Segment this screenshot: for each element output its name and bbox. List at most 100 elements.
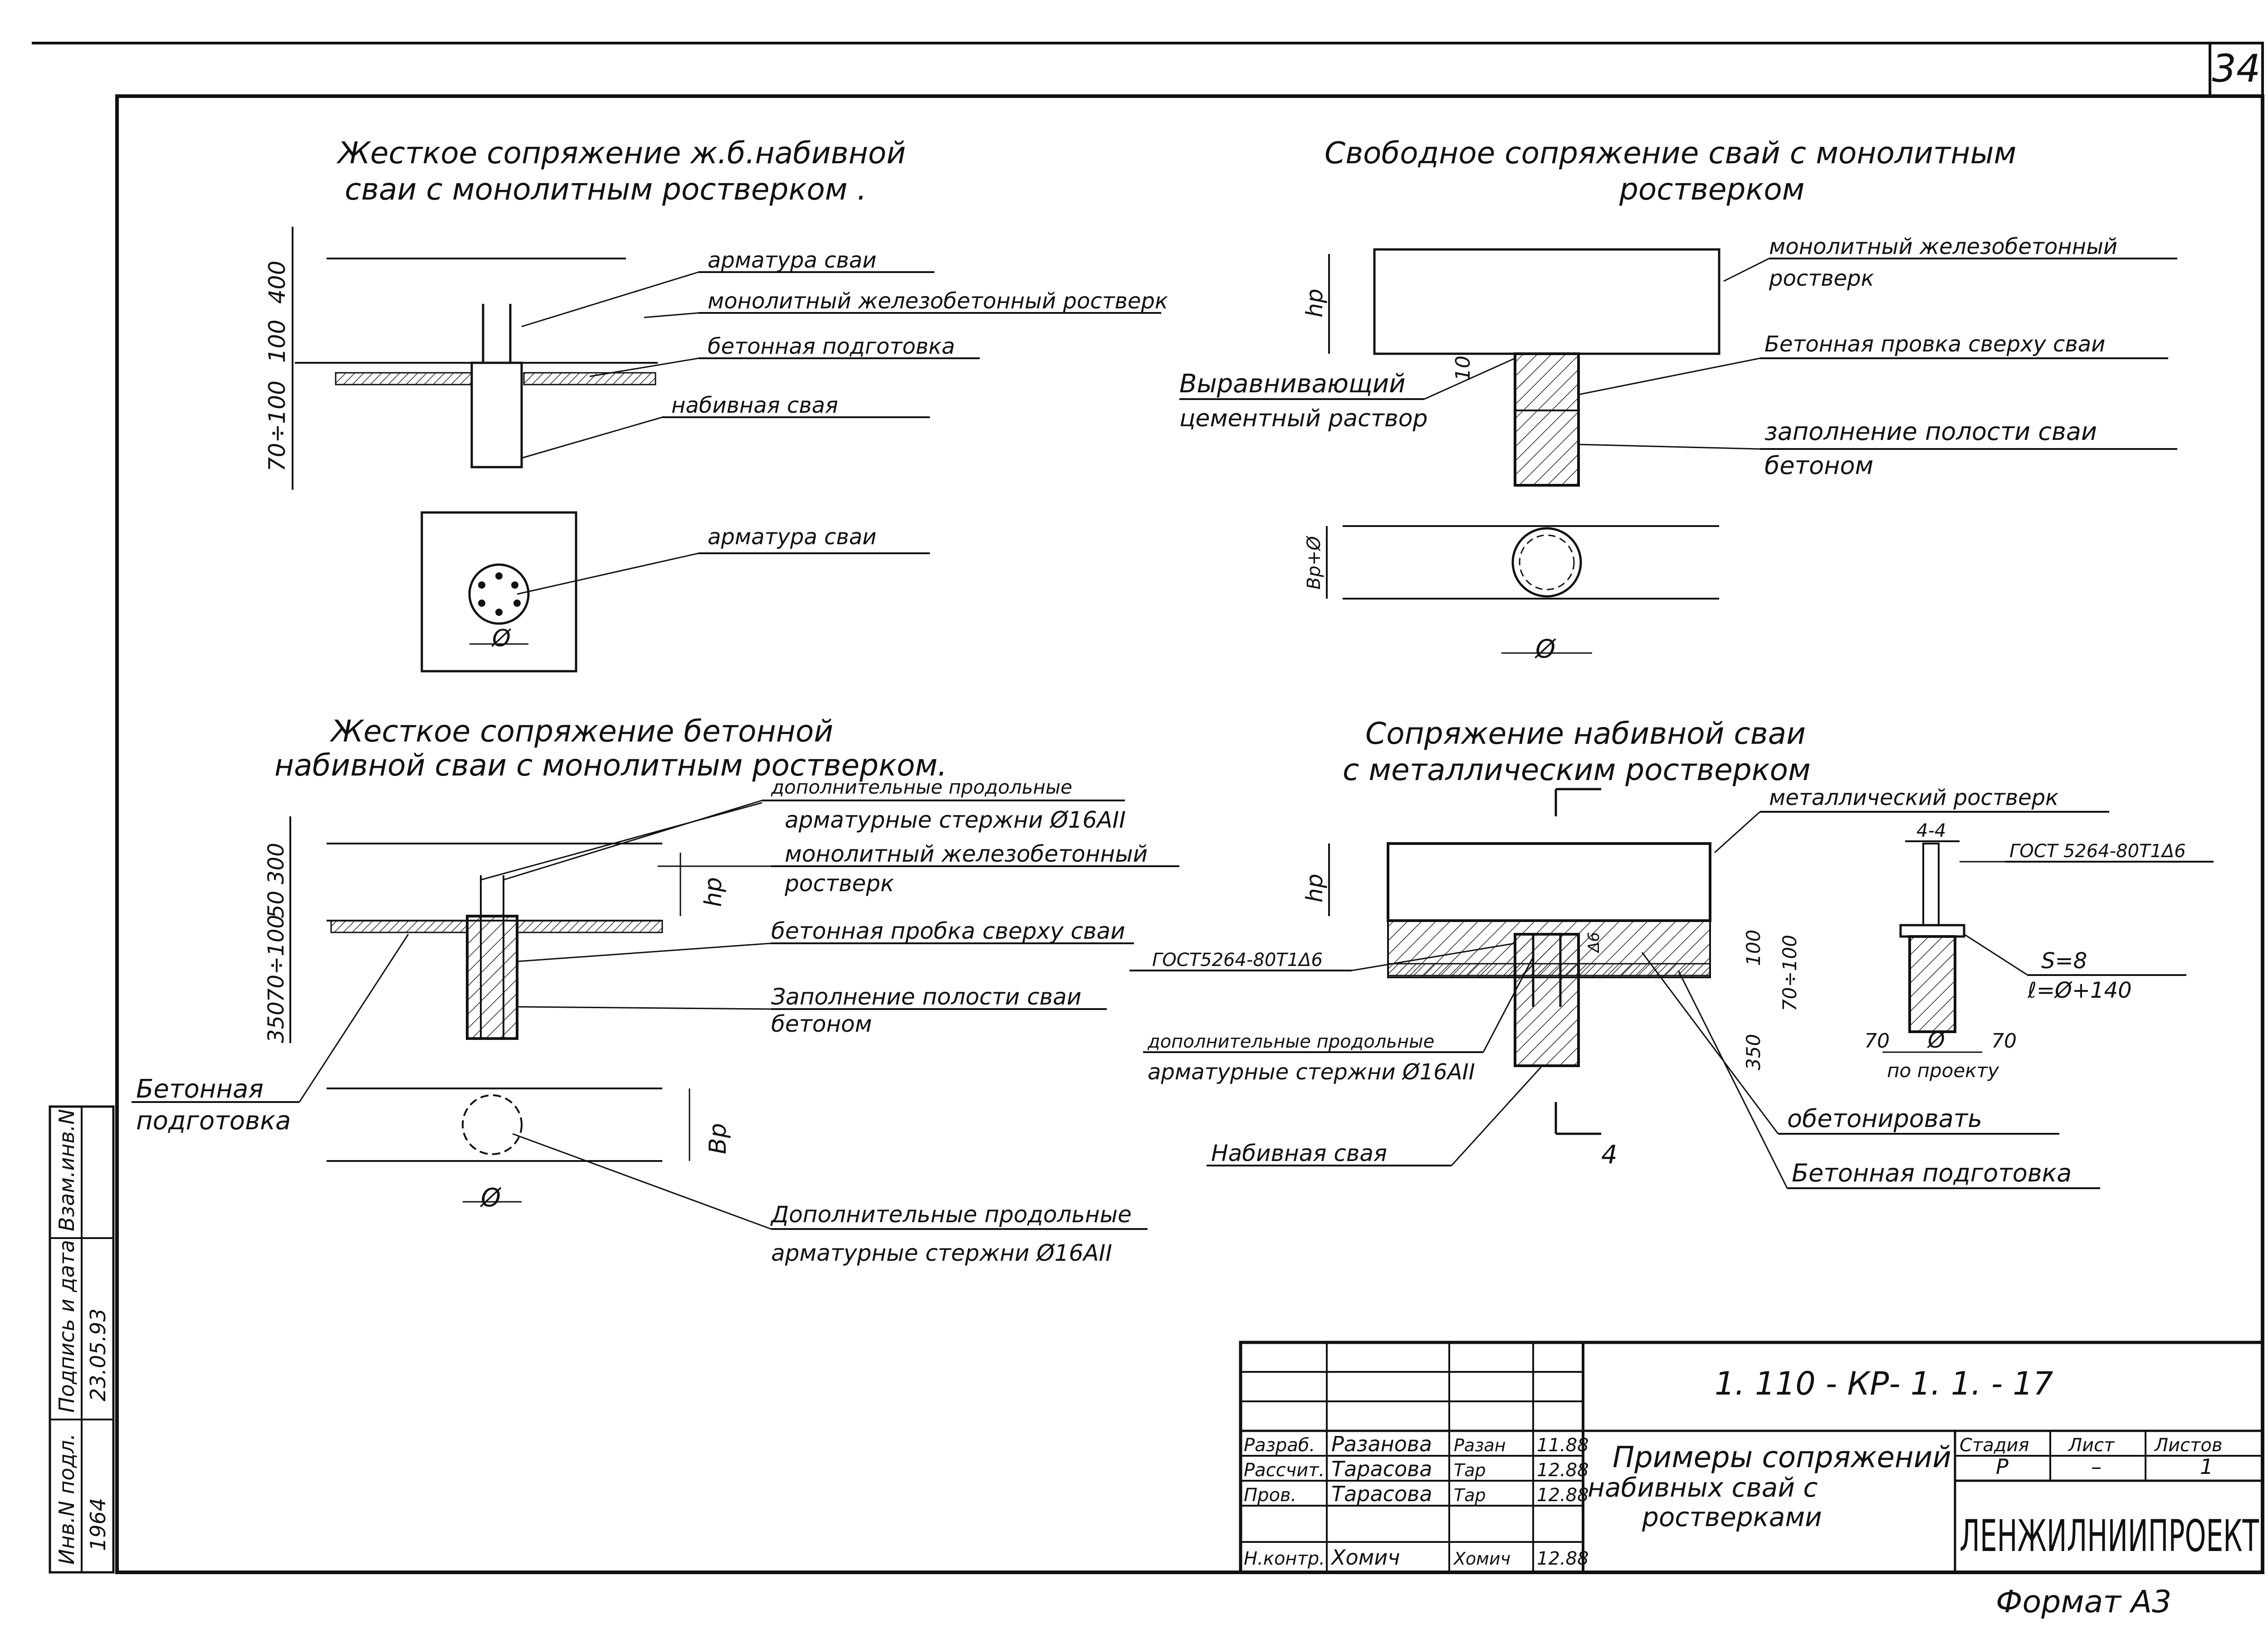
d3-bedding xyxy=(330,920,468,933)
d4-label-concreting: обетонировать xyxy=(1787,1104,1982,1133)
d3-title-1: Жесткое сопряжение бетонной xyxy=(329,714,833,749)
d3-left-label-2: подготовка xyxy=(136,1106,291,1136)
d4-l-value: ℓ=Ø+140 xyxy=(2027,978,2132,1003)
d3-dim-70-100: 70÷100 xyxy=(264,915,289,1002)
d3-bottom-label-2: арматурные стержни Ø16АII xyxy=(771,1240,1112,1266)
tb-row1-name: Разанова xyxy=(1331,1432,1432,1456)
tb-title-1: Примеры сопряжений xyxy=(1613,1441,1951,1474)
d3-label-plug: бетонная пробка сверху сваи xyxy=(771,918,1125,944)
d4-label-metal: металлический ростверк xyxy=(1769,785,2058,810)
tb-col-sheets: Листов xyxy=(2154,1435,2222,1456)
d1-dim-diam: Ø xyxy=(491,625,512,652)
d2-dim-10: 10 xyxy=(1452,356,1475,381)
d4-gost-right: ГОСТ 5264-80Т1Δ6 xyxy=(2009,841,2186,862)
d4-gost-left: ГОСТ5264-80Т1Δ6 xyxy=(1152,950,1323,971)
d2-grillage xyxy=(1373,248,1721,355)
d4-title-1: Сопряжение набивной сваи xyxy=(1365,716,1806,751)
d2-left-label-1: Выравнивающий xyxy=(1179,369,1406,399)
d4-dim-350: 350 xyxy=(1742,1034,1765,1070)
d2-label-fill-2: бетоном xyxy=(1765,451,1873,480)
d1-dim-400: 400 xyxy=(264,261,290,304)
d4-dim-hp: hp xyxy=(1301,874,1328,902)
d3-label-fill-1: Заполнение полости сваи xyxy=(771,984,1081,1010)
d1-label-rebar: арматура сваи xyxy=(708,248,876,273)
tb-row2-role: Рассчит. xyxy=(1244,1460,1325,1481)
d1-plan-pile xyxy=(468,563,530,625)
d4-dim-70-right: 70 xyxy=(1991,1029,2017,1053)
d3-dim-300: 300 xyxy=(264,843,289,884)
tb-row2-date: 12.88 xyxy=(1537,1460,1589,1481)
tb-row3-date: 12.88 xyxy=(1537,1485,1589,1506)
d1-dim-70-100: 70÷100 xyxy=(264,380,290,472)
tb-row1-sign: Разан xyxy=(1454,1435,1506,1455)
d3-label-rebar-2: арматурные стержни Ø16АII xyxy=(785,807,1126,833)
d2-label-grillage-1: монолитный железобетонный xyxy=(1769,234,2117,259)
d1-pile xyxy=(470,361,523,468)
d4-metal-grillage xyxy=(1387,842,1711,922)
tb-row4-name: Хомич xyxy=(1330,1545,1400,1570)
d4-rebar-1: дополнительные продольные xyxy=(1147,1031,1434,1052)
drawing-free-connection: Свободное сопряжение свай с монолитным р… xyxy=(1179,136,2177,664)
drawing-metal-grillage: Сопряжение набивной сваи с металлическим… xyxy=(1129,716,2214,1189)
d2-label-fill-1: заполнение полости сваи xyxy=(1765,417,2097,446)
tb-organization: ЛЕНЖИЛНИИПРОЕКТ xyxy=(1960,1511,2259,1561)
tb-row2-sign: Тар xyxy=(1454,1460,1486,1480)
d2-pile xyxy=(1514,352,1580,487)
d1-plan-label: арматура сваи xyxy=(708,524,876,550)
d3-bottom-label-1: Дополнительные продольные xyxy=(770,1201,1132,1228)
tb-row3-role: Пров. xyxy=(1244,1485,1296,1506)
d4-section-pile xyxy=(1908,935,1956,1033)
d3-left-label-1: Бетонная xyxy=(136,1074,264,1104)
d3-label-grillage-1: монолитный железобетонный xyxy=(785,841,1148,867)
sheet-format: Формат А3 xyxy=(1996,1584,2171,1620)
title-block: 1. 110 - КР- 1. 1. - 17 Разраб. Разанова… xyxy=(1239,1341,2264,1574)
d3-dim-bp: Bp xyxy=(704,1123,732,1154)
d3-dim-350: 350 xyxy=(264,1001,289,1043)
d4-by-project: по проекту xyxy=(1887,1059,1999,1082)
d4-pile-label: Набивная свая xyxy=(1211,1140,1387,1166)
d3-pile xyxy=(466,915,518,1040)
tb-val-stage: Р xyxy=(1996,1454,2009,1479)
tb-code: 1. 110 - КР- 1. 1. - 17 xyxy=(1715,1365,2053,1402)
d1-title-1: Жесткое сопряжение ж.б.набивной xyxy=(336,136,906,171)
d3-dim-50: 50 xyxy=(264,891,289,918)
d2-dim-diam: Ø xyxy=(1535,634,1556,664)
d4-pile xyxy=(1514,933,1580,1067)
tb-row4-sign: Хомич xyxy=(1453,1549,1510,1569)
d4-dim-100: 100 xyxy=(1742,930,1765,966)
d3-title-2: набивной сваи с монолитным ростверком. xyxy=(274,748,947,783)
d1-label-grillage: монолитный железобетонный ростверк xyxy=(708,288,1168,314)
tb-val-sheet: – xyxy=(2091,1454,2102,1479)
d2-left-label-2: цементный раствор xyxy=(1179,405,1428,432)
d4-section-label: 4-4 xyxy=(1916,820,1946,841)
drawing-rigid-concrete-pile: Жесткое сопряжение бетонной набивной сва… xyxy=(132,714,1179,1266)
d3-label-rebar-1: дополнительные продольные xyxy=(771,776,1072,798)
d1-dim-100: 100 xyxy=(264,320,290,363)
sheet-frame: 34 Формат А3 xyxy=(32,42,2264,1620)
tb-title-3: ростверками xyxy=(1642,1502,1822,1532)
d2-dim-hp: hp xyxy=(1301,289,1328,317)
d3-bedding-right xyxy=(516,920,663,933)
tb-row1-date: 11.88 xyxy=(1537,1435,1589,1456)
d4-label-bedding: Бетонная подготовка xyxy=(1792,1159,2072,1187)
side-stamp-replace: Взам.инв.N xyxy=(54,1109,79,1231)
d4-dim-d6: Δ6 xyxy=(1585,932,1603,954)
tb-row3-name: Тарасова xyxy=(1331,1482,1432,1506)
d1-bedding xyxy=(335,372,473,385)
d4-section-mark: 4 xyxy=(1601,1140,1618,1170)
tb-col-sheet: Лист xyxy=(2068,1435,2115,1456)
drawing-rigid-rc-pile: Жесткое сопряжение ж.б.набивной сваи с м… xyxy=(264,136,1168,673)
side-stamp-inv: Инв.N подл. xyxy=(54,1434,79,1565)
d3-label-grillage-2: ростверк xyxy=(784,870,894,897)
d2-title-2: ростверком xyxy=(1619,172,1804,207)
tb-row3-sign: Тар xyxy=(1454,1485,1486,1505)
tb-row4-role: Н.контр. xyxy=(1244,1548,1325,1569)
d1-label-pile: набивная свая xyxy=(671,393,838,418)
tb-row2-name: Тарасова xyxy=(1331,1457,1432,1481)
tb-row4-date: 12.88 xyxy=(1537,1548,1589,1569)
d2-title-1: Свободное сопряжение свай с монолитным xyxy=(1325,136,2016,171)
d3-dim-diam: Ø xyxy=(480,1183,502,1213)
d2-label-grillage-2: ростверк xyxy=(1769,266,1874,291)
side-stamp: Инв.N подл. Подпись и дата Взам.инв.N 19… xyxy=(49,1105,115,1574)
